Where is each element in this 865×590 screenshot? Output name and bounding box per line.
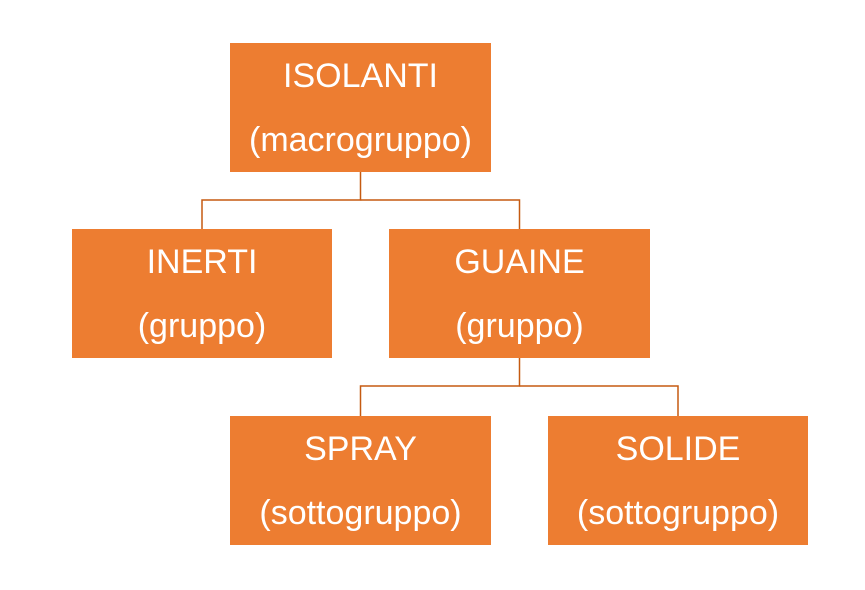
connector-guaine-to-spray bbox=[359, 358, 521, 416]
node-subtitle: (gruppo) bbox=[137, 306, 267, 345]
connector-root-to-guaine bbox=[360, 199, 521, 229]
connector-root-to-inerti bbox=[201, 172, 362, 229]
node-title: SPRAY bbox=[304, 429, 417, 468]
node-title: SOLIDE bbox=[615, 429, 741, 468]
node-spray: SPRAY (sottogruppo) bbox=[230, 416, 491, 545]
node-guaine: GUAINE (gruppo) bbox=[389, 229, 650, 358]
node-subtitle: (sottogruppo) bbox=[576, 493, 780, 532]
node-solide: SOLIDE (sottogruppo) bbox=[548, 416, 808, 545]
node-subtitle: (sottogruppo) bbox=[259, 493, 462, 532]
node-subtitle: (gruppo) bbox=[455, 306, 584, 345]
node-isolanti: ISOLANTI (macrogruppo) bbox=[230, 43, 491, 172]
node-inerti: INERTI (gruppo) bbox=[72, 229, 332, 358]
node-title: ISOLANTI bbox=[283, 56, 438, 95]
node-title: INERTI bbox=[146, 242, 258, 281]
connector-guaine-to-solide bbox=[519, 385, 679, 416]
node-subtitle: (macrogruppo) bbox=[249, 120, 472, 159]
node-title: GUAINE bbox=[454, 242, 585, 281]
